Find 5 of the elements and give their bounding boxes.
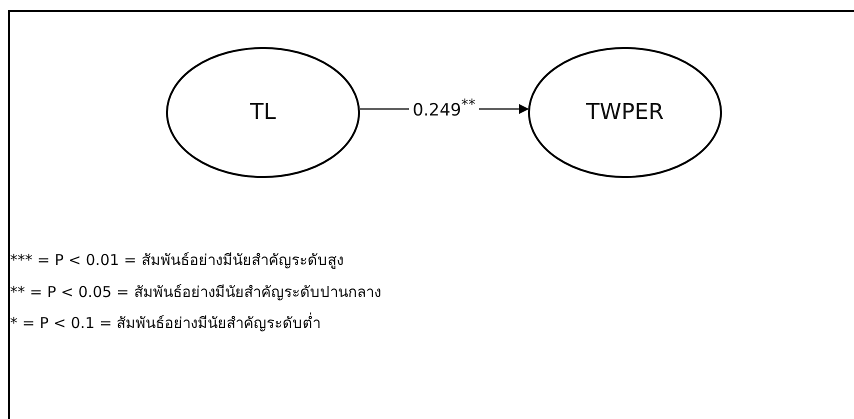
note: *** = P < 0.01 = สัมพันธ์อย่างมีนัยสำคัญระดับสูง [10, 250, 344, 271]
note: ** = P < 0.05 = สัมพันธ์อย่างมีนัยสำคัญระดับปานกลาง [10, 282, 381, 303]
note: * = P < 0.1 = สัมพันธ์อย่างมีนัยสำคัญระดับต่ำ [10, 312, 321, 334]
ellipse-node: TWPER [528, 47, 722, 178]
ellipse-node: TL [166, 47, 360, 178]
